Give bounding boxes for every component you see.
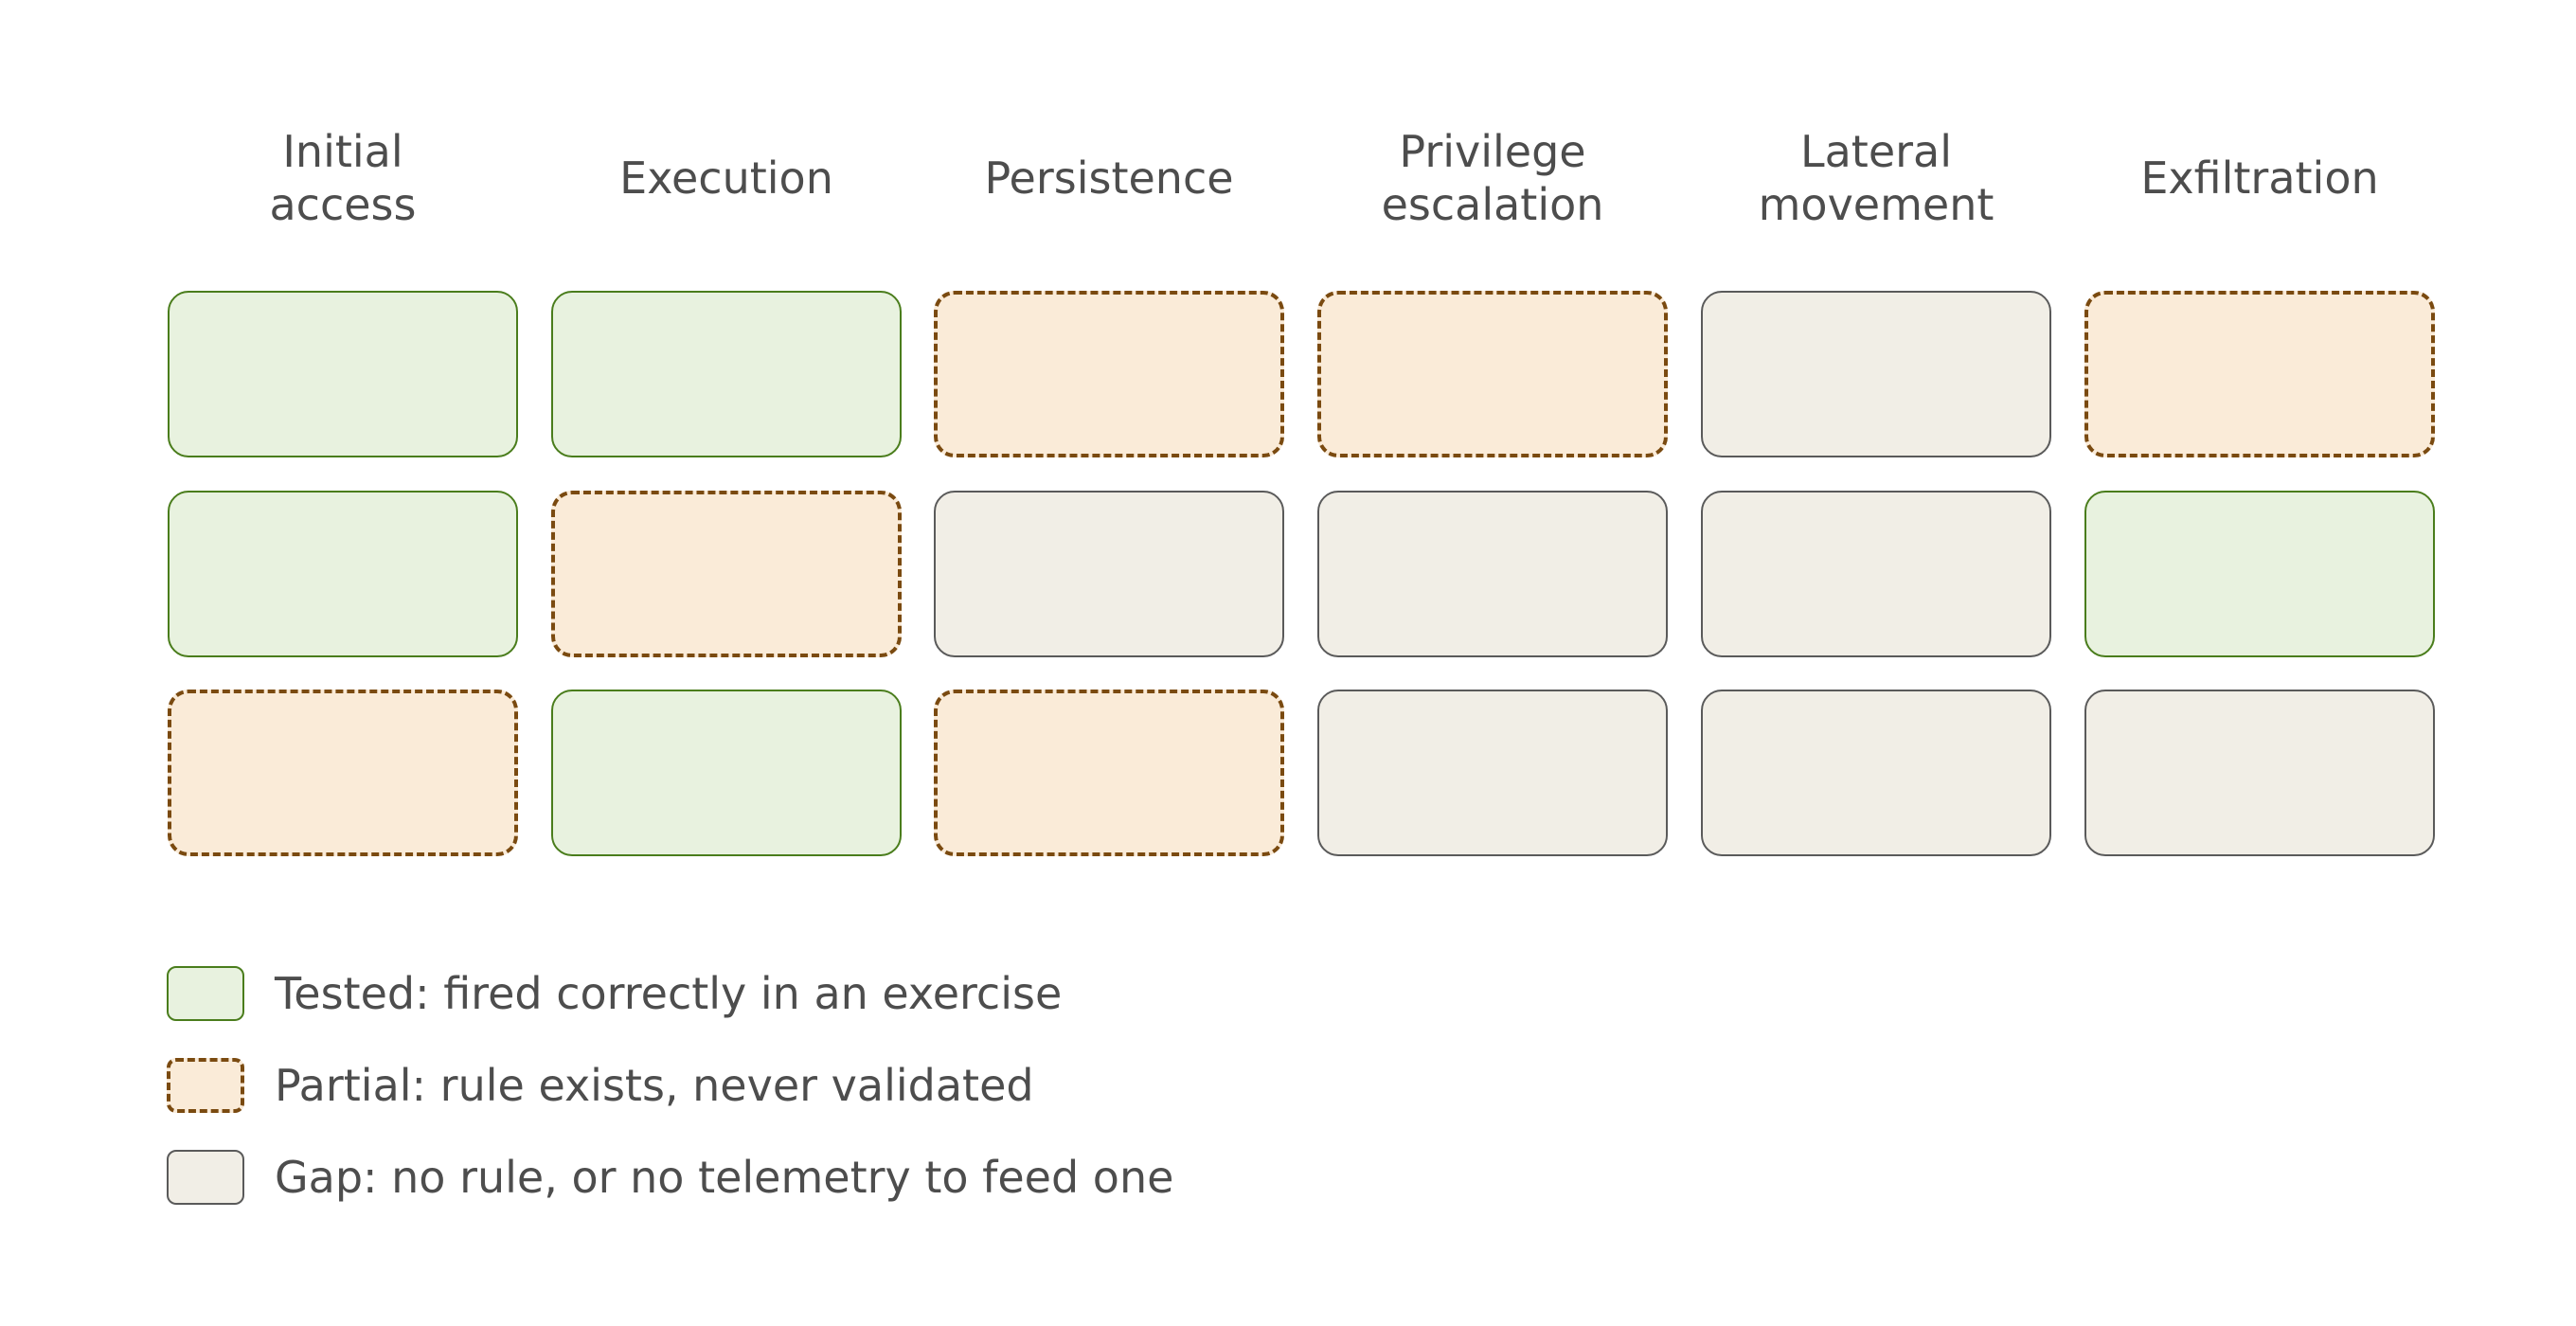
cell-exfiltration-row-2-tested	[2084, 491, 2435, 657]
cell-execution-row-2-partial	[551, 491, 902, 657]
cell-privilege-escalation-row-2-gap	[1317, 491, 1668, 657]
cell-privilege-escalation-row-3-gap	[1317, 690, 1668, 856]
legend-item-gap: Gap: no rule, or no telemetry to feed on…	[167, 1150, 1173, 1205]
legend-swatch-gap	[167, 1150, 244, 1205]
cell-lateral-movement-row-2-gap	[1701, 491, 2051, 657]
column-header-initial-access: Initial access	[269, 126, 417, 230]
cell-execution-row-1-tested	[551, 291, 902, 457]
legend-label-partial: Partial: rule exists, never validated	[275, 1060, 1034, 1111]
column-header-privilege-escalation: Privilege escalation	[1381, 126, 1604, 230]
legend-swatch-tested	[167, 966, 244, 1021]
column-header-persistence: Persistence	[984, 152, 1234, 204]
cell-initial-access-row-3-partial	[168, 690, 518, 856]
cell-initial-access-row-1-tested	[168, 291, 518, 457]
cell-initial-access-row-2-tested	[168, 491, 518, 657]
legend-item-partial: Partial: rule exists, never validated	[167, 1058, 1034, 1113]
legend-swatch-partial	[167, 1058, 244, 1113]
legend-item-tested: Tested: fired correctly in an exercise	[167, 966, 1062, 1021]
column-header-lateral-movement: Lateral movement	[1758, 126, 1995, 230]
cell-exfiltration-row-1-partial	[2084, 291, 2435, 457]
legend-label-tested: Tested: fired correctly in an exercise	[275, 968, 1063, 1019]
column-header-execution: Execution	[619, 152, 833, 204]
cell-persistence-row-3-partial	[934, 690, 1284, 856]
cell-lateral-movement-row-3-gap	[1701, 690, 2051, 856]
cell-persistence-row-1-partial	[934, 291, 1284, 457]
cell-privilege-escalation-row-1-partial	[1317, 291, 1668, 457]
column-header-exfiltration: Exfiltration	[2140, 152, 2379, 204]
cell-persistence-row-2-gap	[934, 491, 1284, 657]
cell-exfiltration-row-3-gap	[2084, 690, 2435, 856]
cell-lateral-movement-row-1-gap	[1701, 291, 2051, 457]
cell-execution-row-3-tested	[551, 690, 902, 856]
legend-label-gap: Gap: no rule, or no telemetry to feed on…	[275, 1152, 1174, 1203]
